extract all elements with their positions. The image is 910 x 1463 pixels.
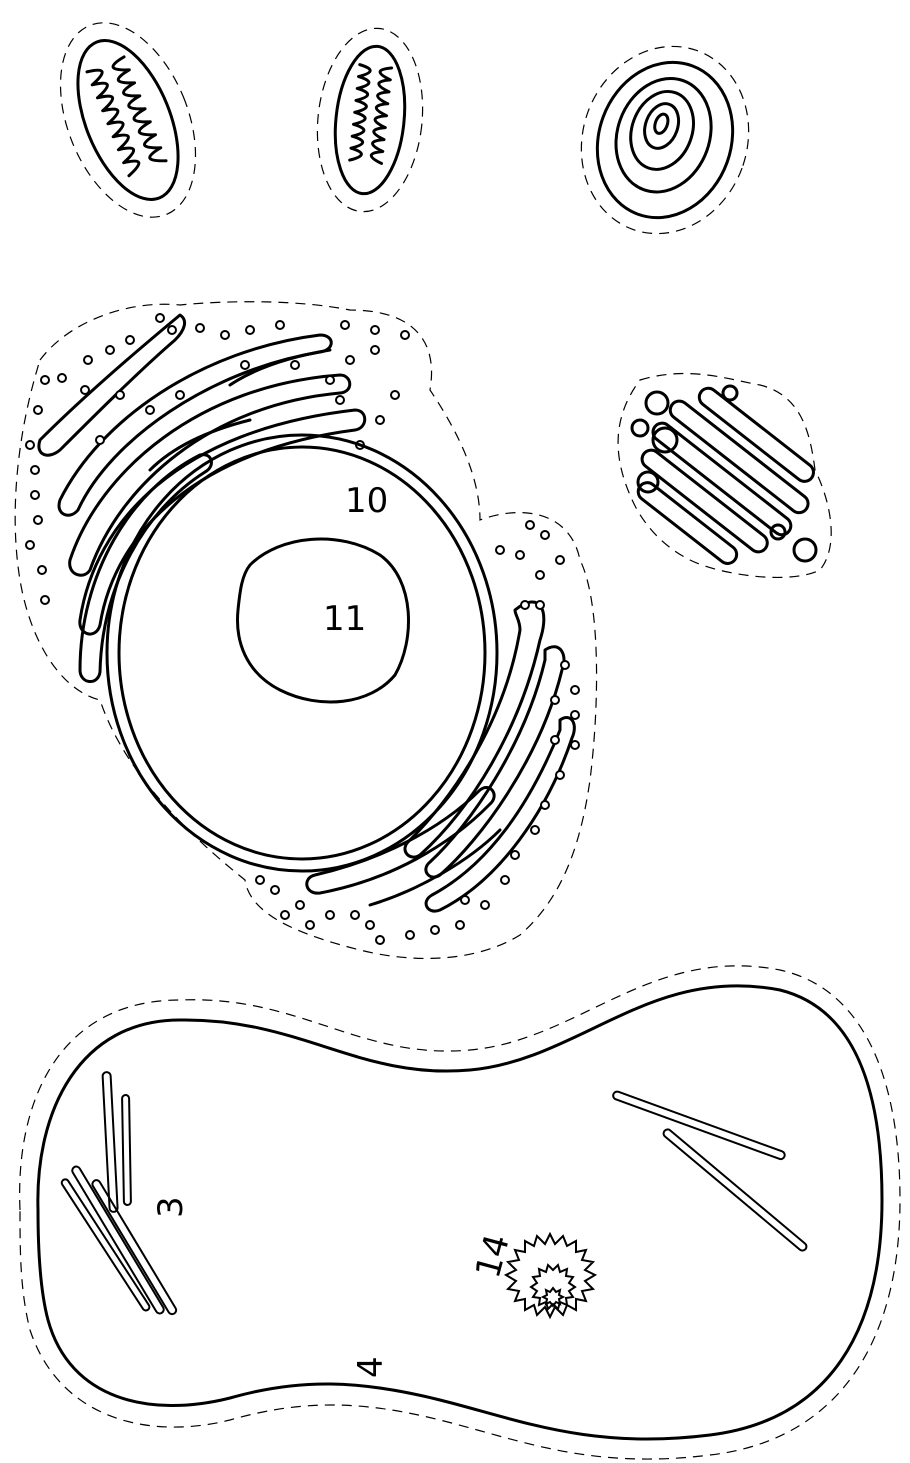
cytoskeleton-filaments	[60, 1072, 808, 1316]
cytoplasm-piece[interactable]: 3 14 4	[20, 966, 900, 1459]
label-nucleus: 10	[345, 481, 388, 521]
vesicle-piece[interactable]	[555, 23, 774, 258]
vesicle-ring-4	[639, 99, 685, 153]
label-filaments: 3	[151, 1196, 191, 1218]
vesicle-ring-2	[600, 65, 726, 205]
cut-line	[618, 374, 831, 578]
golgi-vesicle	[632, 420, 648, 436]
cut-line	[34, 3, 222, 237]
ribosomes-upper	[26, 314, 409, 604]
mitochondrion-piece-middle[interactable]	[309, 23, 432, 217]
mitochondrion-piece-left[interactable]	[34, 3, 222, 237]
golgi-vesicle	[794, 539, 816, 561]
vesicle-ring-5	[652, 112, 670, 135]
centrosome	[506, 1234, 595, 1317]
cut-line	[555, 23, 774, 258]
mitochondrion-outer-membrane	[58, 26, 199, 213]
label-cytoplasm: 4	[351, 1356, 391, 1378]
ribosomes-lower	[256, 521, 579, 944]
label-nucleolus: 11	[323, 599, 366, 639]
rough-er-upper	[39, 315, 365, 682]
nucleus-rough-er-piece[interactable]: 10 11	[15, 302, 596, 959]
golgi-piece[interactable]	[615, 374, 831, 583]
golgi-vesicle	[646, 392, 668, 414]
mitochondrion-cristae	[350, 65, 392, 164]
label-centrosome: 14	[468, 1230, 518, 1282]
nuclear-envelope-inner	[119, 447, 485, 859]
mitochondrion-outer-membrane	[328, 43, 411, 197]
vesicle-ring-1	[576, 43, 754, 237]
golgi-vesicle	[723, 386, 737, 400]
cut-line	[309, 23, 432, 217]
